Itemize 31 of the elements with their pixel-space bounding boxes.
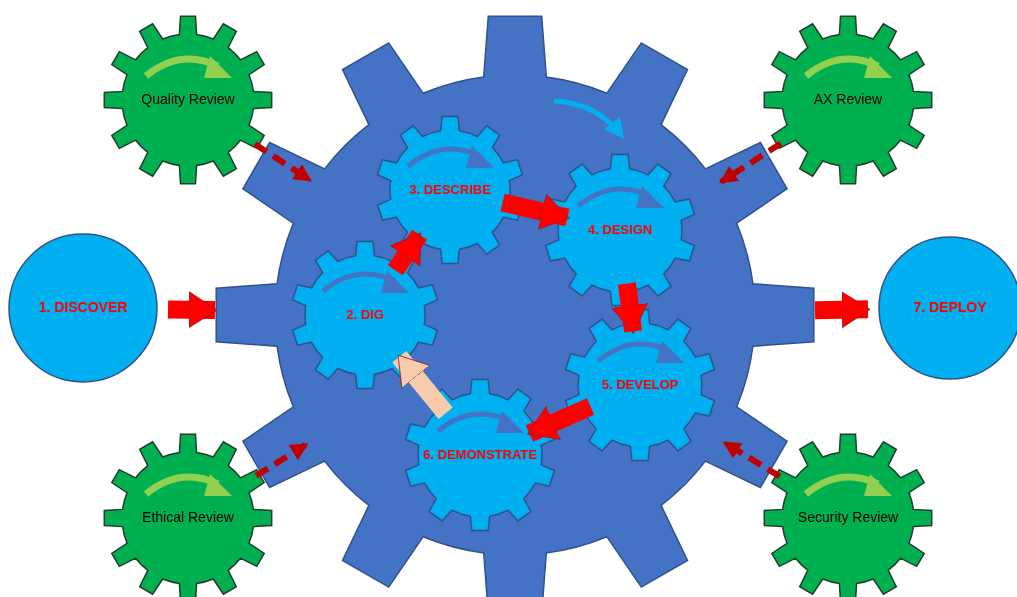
gear (764, 434, 932, 597)
arrow (611, 282, 648, 334)
gear-label: 2. DIG (346, 306, 384, 324)
arrow (387, 229, 428, 276)
gear-label: Security Review (797, 509, 899, 527)
arrow (500, 193, 570, 230)
gear (564, 309, 716, 461)
arrow (719, 140, 783, 185)
stage-circle (8, 233, 158, 383)
arrow (722, 439, 782, 479)
gear-label: Ethical Review (142, 509, 234, 527)
gear (104, 434, 272, 597)
gear (544, 154, 696, 306)
gear-label: Quality Review (141, 91, 235, 109)
gear-label: 1. DISCOVER (38, 299, 128, 317)
gear (404, 379, 556, 531)
arrow (525, 398, 595, 442)
gear-label: 7. DEPLOY (913, 299, 987, 317)
gear-label: 6. DEMONSTRATE (423, 446, 537, 464)
arrow (254, 441, 309, 479)
gear (291, 241, 439, 389)
arrow (167, 291, 218, 329)
gear (764, 16, 932, 184)
gear (376, 116, 524, 264)
gear (104, 16, 272, 184)
gear-label: AX Review (813, 91, 883, 109)
gear-label: 3. DESCRIBE (409, 181, 491, 199)
gear-label: 4. DESIGN (587, 221, 653, 239)
gear-label: 5. DEVELOP (601, 376, 679, 394)
arrow (253, 141, 312, 183)
arrow (814, 291, 871, 329)
